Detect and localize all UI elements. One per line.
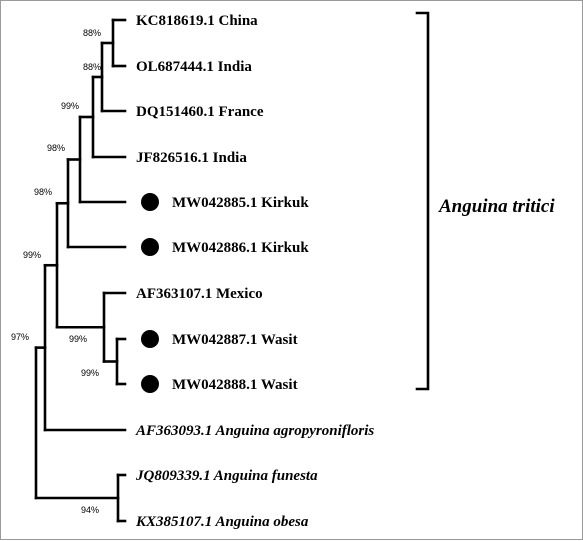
- clade-bracket: [415, 11, 430, 391]
- bootstrap-values: 88% 88% 99% 98% 98% 99% 99% 99% 97% 94%: [11, 28, 101, 515]
- bootstrap-value: 97%: [11, 332, 29, 342]
- bootstrap-value: 99%: [69, 334, 87, 344]
- bootstrap-value: 99%: [61, 101, 79, 111]
- leaf-label: KX385107.1 Anguina obesa: [135, 514, 309, 530]
- bootstrap-value: 99%: [23, 250, 41, 260]
- bootstrap-value: 94%: [81, 505, 99, 515]
- sample-marker-dot: [141, 330, 159, 348]
- leaf-label: AF363093.1 Anguina agropyronifloris: [135, 423, 374, 439]
- bootstrap-value: 98%: [47, 143, 65, 153]
- tree-branches: [34, 18, 127, 523]
- leaf-label: JF826516.1 India: [136, 150, 247, 166]
- sample-marker-dot: [141, 193, 159, 211]
- leaf-label: OL687444.1 India: [136, 59, 252, 75]
- leaf-label: DQ151460.1 France: [136, 104, 264, 120]
- leaf-label: MW042887.1 Wasit: [172, 332, 298, 348]
- bootstrap-value: 88%: [83, 62, 101, 72]
- clade-label: Anguina tritici: [438, 196, 555, 217]
- leaf-label: JQ809339.1 Anguina funesta: [135, 468, 318, 484]
- leaf-label: AF363107.1 Mexico: [136, 286, 263, 302]
- bootstrap-value: 88%: [83, 28, 101, 38]
- sample-marker-dot: [141, 375, 159, 393]
- bootstrap-value: 99%: [81, 368, 99, 378]
- clade-annotation: Anguina tritici: [415, 11, 555, 391]
- leaf-label: MW042886.1 Kirkuk: [172, 240, 309, 256]
- leaf-label: KC818619.1 China: [136, 13, 258, 29]
- leaf-label: MW042885.1 Kirkuk: [172, 195, 309, 211]
- sample-marker-dot: [141, 238, 159, 256]
- bootstrap-value: 98%: [34, 187, 52, 197]
- leaf-label: MW042888.1 Wasit: [172, 377, 298, 393]
